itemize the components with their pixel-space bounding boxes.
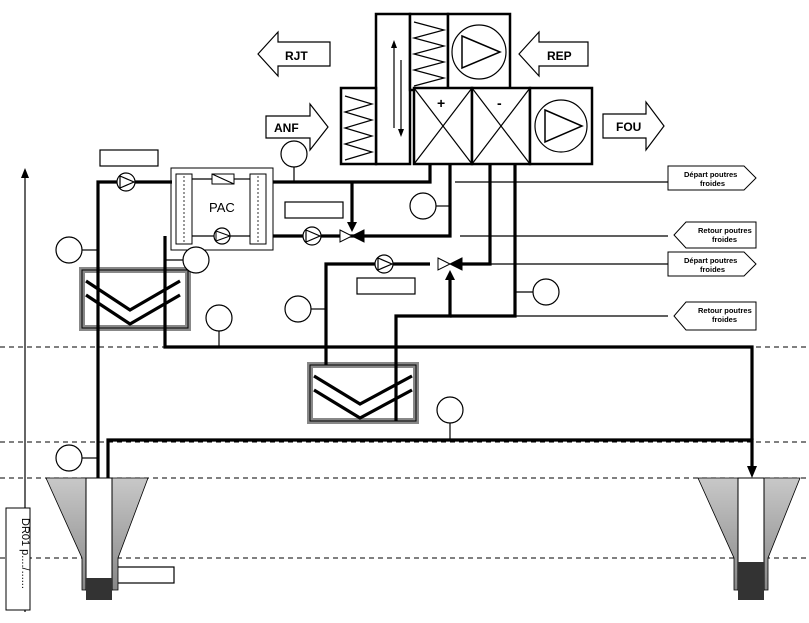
borehole-label-box: DR01 p..../...... bbox=[5, 507, 31, 611]
valve-upper bbox=[339, 229, 365, 243]
borehole-left bbox=[45, 477, 149, 600]
depart-1-line2: froides bbox=[700, 179, 725, 188]
arrow-rep: REP bbox=[518, 30, 589, 78]
heat-exchanger-center bbox=[307, 362, 419, 424]
arrow-anf: ANF bbox=[265, 102, 329, 152]
depart-1-line1: Départ poutres bbox=[684, 170, 737, 179]
heat-pump-label: PAC bbox=[209, 200, 235, 215]
coil-minus-label: - bbox=[497, 95, 502, 111]
valve-lower bbox=[437, 257, 463, 271]
sensors bbox=[55, 140, 560, 472]
heat-exchanger-left bbox=[79, 267, 191, 331]
arrow-anf-label: ANF bbox=[274, 121, 299, 135]
retour-2-line2: froides bbox=[712, 315, 737, 324]
arrow-rjt-label: RJT bbox=[285, 49, 308, 63]
arrow-fou-label: FOU bbox=[616, 120, 641, 134]
depart-2-line2: froides bbox=[700, 265, 725, 274]
pump-left bbox=[116, 172, 136, 192]
pump-center bbox=[374, 254, 394, 274]
borehole-right bbox=[697, 477, 801, 600]
borehole-label: DR01 p..../...... bbox=[19, 518, 31, 589]
connection-depart-1: Départ poutres froides bbox=[667, 165, 757, 191]
pump-pac-out bbox=[302, 226, 322, 246]
air-handling-unit: + - bbox=[339, 12, 594, 166]
retour-1-line1: Retour poutres bbox=[698, 226, 752, 235]
coil-plus-label: + bbox=[437, 95, 445, 111]
connection-depart-2: Départ poutres froides bbox=[667, 251, 757, 277]
retour-1-line2: froides bbox=[712, 235, 737, 244]
arrow-rjt: RJT bbox=[257, 30, 331, 78]
label-boxes bbox=[99, 149, 416, 584]
connection-retour-1: Retour poutres froides bbox=[673, 221, 757, 249]
heat-pump: PAC bbox=[170, 167, 274, 251]
connection-retour-2: Retour poutres froides bbox=[673, 301, 757, 331]
arrow-fou: FOU bbox=[602, 100, 665, 152]
depart-2-line1: Départ poutres bbox=[684, 256, 737, 265]
arrow-rep-label: REP bbox=[547, 49, 572, 63]
retour-2-line1: Retour poutres bbox=[698, 306, 752, 315]
